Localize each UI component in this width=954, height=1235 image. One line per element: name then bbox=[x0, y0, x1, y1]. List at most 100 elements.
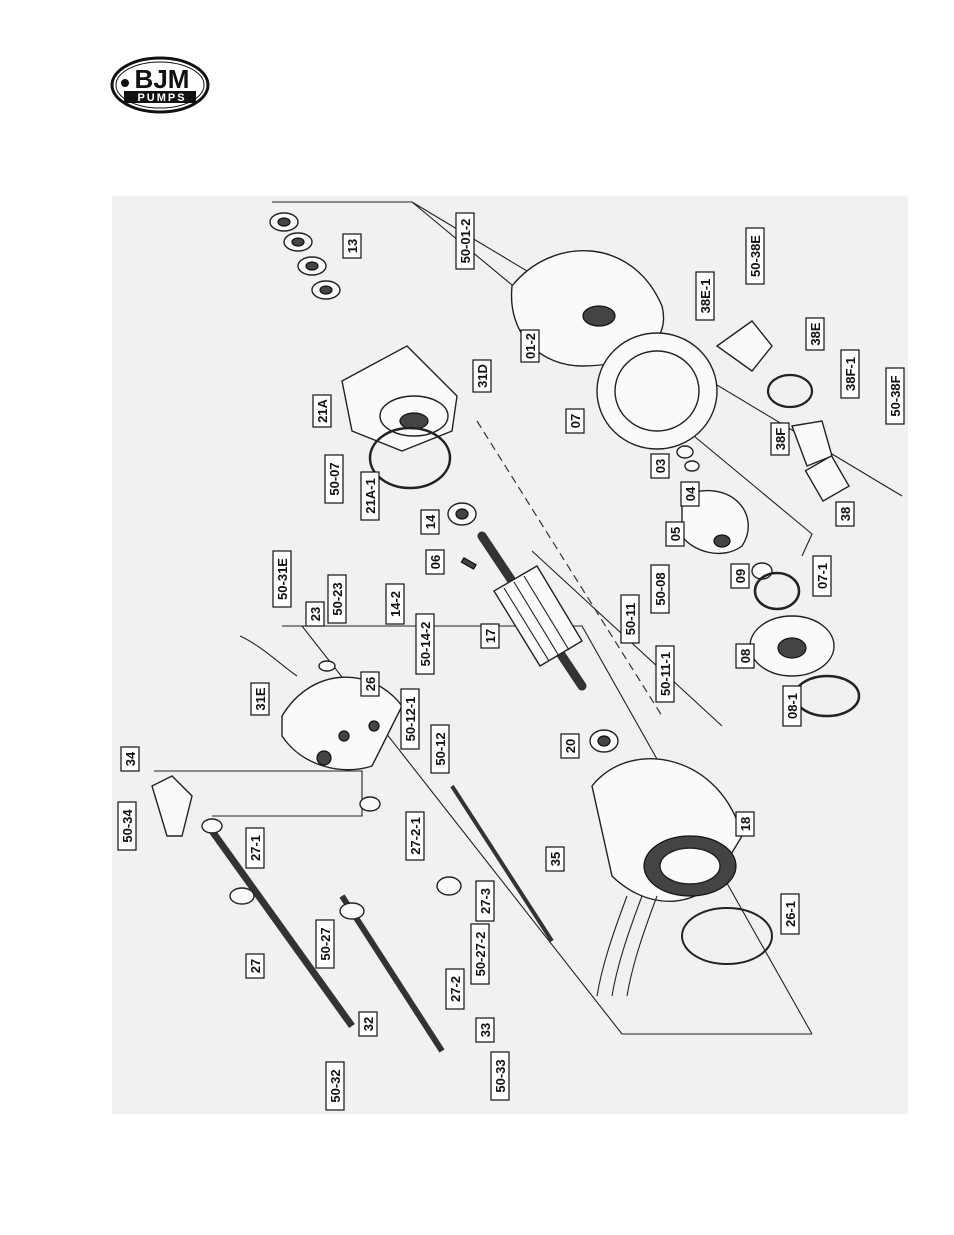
label-03: 03 bbox=[651, 454, 669, 478]
svg-text:50-31E: 50-31E bbox=[275, 558, 290, 600]
part-27-2-gland-body bbox=[340, 903, 364, 919]
svg-text:07: 07 bbox=[568, 414, 583, 428]
svg-text:38E: 38E bbox=[808, 322, 823, 345]
part-27-3-plug bbox=[437, 877, 461, 895]
svg-text:38E-1: 38E-1 bbox=[698, 279, 713, 314]
svg-text:08: 08 bbox=[738, 649, 753, 663]
svg-text:34: 34 bbox=[123, 751, 138, 766]
label-50-07: 50-07 bbox=[325, 455, 343, 503]
svg-text:50-32: 50-32 bbox=[328, 1069, 343, 1102]
svg-text:27-3: 27-3 bbox=[478, 888, 493, 914]
part-34-handle bbox=[152, 776, 192, 836]
label-08-1: 08-1 bbox=[783, 686, 801, 726]
svg-text:50-11: 50-11 bbox=[623, 603, 638, 636]
label-31d: 31D bbox=[473, 360, 491, 392]
label-13: 13 bbox=[343, 234, 361, 258]
svg-text:17: 17 bbox=[483, 629, 498, 643]
svg-text:01-2: 01-2 bbox=[523, 333, 538, 359]
label-09: 09 bbox=[731, 564, 749, 588]
svg-text:50-07: 50-07 bbox=[327, 462, 342, 495]
label-27-2: 27-2 bbox=[446, 969, 464, 1009]
label-50-08: 50-08 bbox=[651, 565, 669, 613]
part-27-gland-body bbox=[230, 888, 254, 904]
label-05: 05 bbox=[666, 522, 684, 546]
svg-text:08-1: 08-1 bbox=[785, 693, 800, 719]
label-27-2-1: 27-2-1 bbox=[406, 812, 424, 860]
label-38: 38 bbox=[836, 502, 854, 526]
label-27-3: 27-3 bbox=[476, 881, 494, 921]
svg-text:50-27: 50-27 bbox=[318, 927, 333, 960]
part-04-washer bbox=[685, 461, 699, 471]
part-07-volute bbox=[597, 333, 717, 449]
label-33: 33 bbox=[476, 1018, 494, 1042]
label-26-1: 26-1 bbox=[781, 894, 799, 934]
label-31e: 31E bbox=[251, 683, 269, 715]
svg-text:13: 13 bbox=[345, 239, 360, 253]
label-14: 14 bbox=[421, 510, 439, 534]
svg-text:06: 06 bbox=[428, 555, 443, 569]
svg-text:20: 20 bbox=[563, 739, 578, 753]
label-06: 06 bbox=[426, 550, 444, 574]
svg-text:35: 35 bbox=[548, 852, 563, 866]
label-50-34: 50-34 bbox=[118, 802, 136, 850]
part-27-2-1-washer bbox=[360, 797, 380, 811]
label-50-33: 50-33 bbox=[491, 1052, 509, 1100]
label-38f-1: 38F-1 bbox=[841, 350, 859, 398]
part-35-tie-rod bbox=[452, 786, 552, 941]
part-26-motor-cap bbox=[282, 677, 402, 770]
svg-text:50-11-1: 50-11-1 bbox=[658, 652, 673, 696]
svg-text:38F: 38F bbox=[773, 428, 788, 450]
label-50-11-1: 50-11-1 bbox=[656, 646, 674, 702]
svg-text:50-01-2: 50-01-2 bbox=[458, 219, 473, 264]
label-50-27-2: 50-27-2 bbox=[471, 924, 489, 984]
svg-text:33: 33 bbox=[478, 1023, 493, 1037]
label-21a: 21A bbox=[313, 395, 331, 427]
label-07-1: 07-1 bbox=[813, 556, 831, 596]
svg-text:50-12-1: 50-12-1 bbox=[403, 697, 418, 742]
svg-text:07-1: 07-1 bbox=[815, 563, 830, 589]
bjm-pumps-logo: BJM PUMPS bbox=[110, 56, 210, 114]
svg-text:09: 09 bbox=[733, 569, 748, 583]
part-38e-flange bbox=[717, 321, 772, 371]
svg-text:50-12: 50-12 bbox=[433, 732, 448, 765]
label-50-01-2: 50-01-2 bbox=[456, 213, 474, 269]
svg-text:31E: 31E bbox=[253, 687, 268, 710]
svg-text:18: 18 bbox=[738, 817, 753, 831]
svg-text:27: 27 bbox=[248, 959, 263, 973]
svg-text:23: 23 bbox=[308, 607, 323, 621]
label-34: 34 bbox=[121, 747, 139, 771]
part-18-stator bbox=[592, 759, 742, 902]
label-32: 32 bbox=[359, 1012, 377, 1036]
svg-text:05: 05 bbox=[668, 527, 683, 541]
part-23-fitting bbox=[319, 661, 335, 671]
label-08: 08 bbox=[736, 644, 754, 668]
part-21a-bracket bbox=[342, 346, 457, 451]
svg-text:31D: 31D bbox=[475, 364, 490, 388]
part-08-1-oring bbox=[795, 676, 859, 716]
label-38f: 38F bbox=[771, 423, 789, 455]
svg-text:38: 38 bbox=[838, 507, 853, 521]
exploded-parts-diagram: 13 21A 31D 50-07 21A-1 50-01-2 01-2 07 0… bbox=[112, 196, 908, 1114]
svg-text:21A: 21A bbox=[315, 398, 330, 422]
svg-text:04: 04 bbox=[683, 486, 698, 501]
svg-text:14-2: 14-2 bbox=[388, 591, 403, 617]
svg-text:27-1: 27-1 bbox=[248, 835, 263, 861]
svg-text:26-1: 26-1 bbox=[783, 901, 798, 927]
label-17: 17 bbox=[481, 624, 499, 648]
svg-text:50-14-2: 50-14-2 bbox=[418, 622, 433, 667]
label-50-14-2: 50-14-2 bbox=[416, 614, 434, 674]
svg-text:26: 26 bbox=[363, 677, 378, 691]
label-18: 18 bbox=[736, 812, 754, 836]
svg-text:50-34: 50-34 bbox=[120, 809, 135, 843]
label-50-32: 50-32 bbox=[326, 1062, 344, 1110]
svg-text:50-08: 50-08 bbox=[653, 572, 668, 605]
label-50-38f: 50-38F bbox=[886, 368, 904, 424]
part-20-bearing bbox=[590, 730, 618, 752]
svg-text:32: 32 bbox=[361, 1017, 376, 1031]
part-03-nut bbox=[677, 446, 693, 458]
label-23: 23 bbox=[306, 602, 324, 626]
svg-text:14: 14 bbox=[423, 514, 438, 529]
svg-text:50-27-2: 50-27-2 bbox=[473, 932, 488, 977]
svg-text:38F-1: 38F-1 bbox=[843, 357, 858, 391]
part-14-bearing bbox=[448, 503, 476, 525]
